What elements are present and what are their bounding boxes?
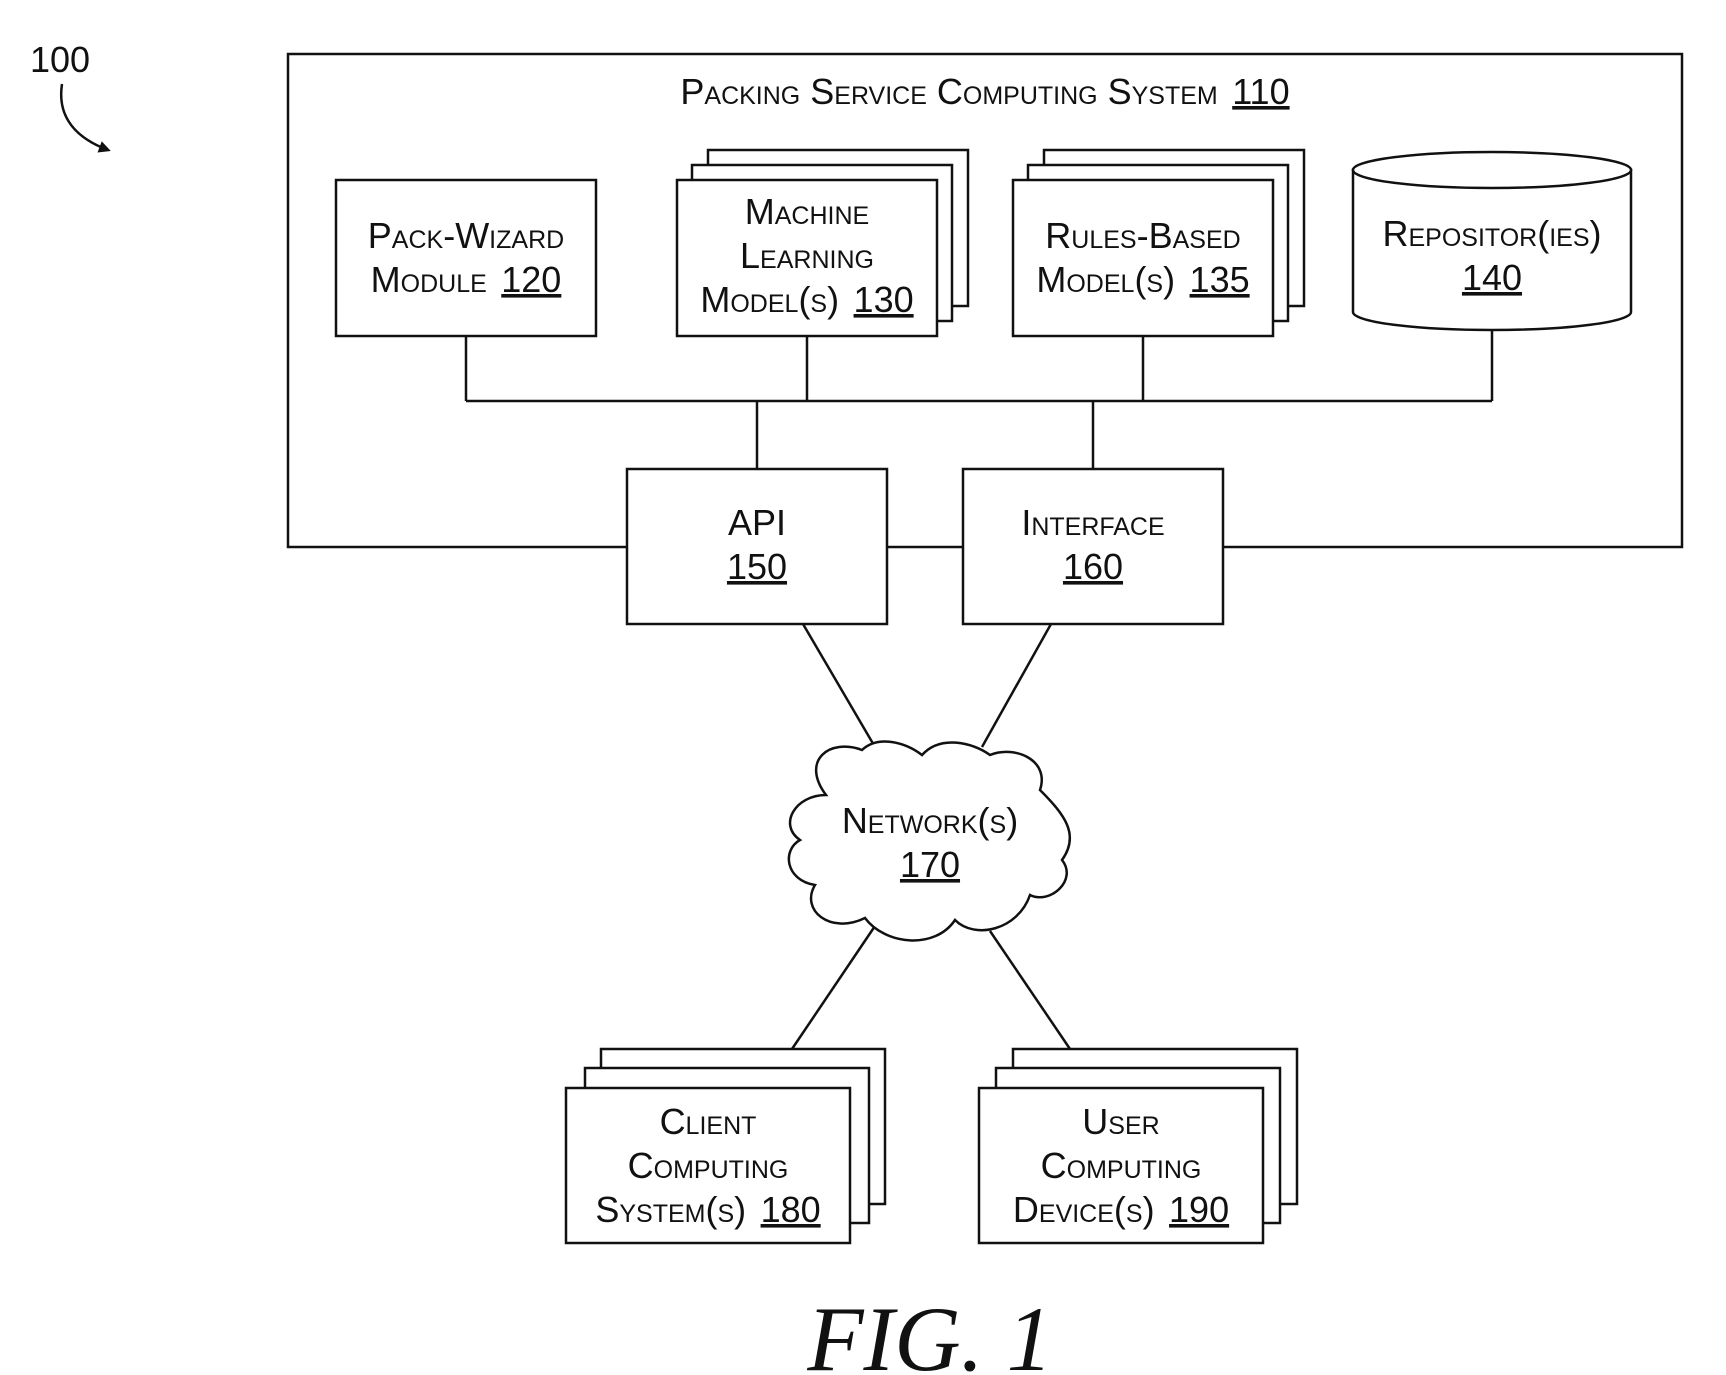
rules-line2: Model(s) 135: [1036, 259, 1249, 300]
user-line3: Device(s) 190: [1013, 1189, 1229, 1230]
rules-ref: 135: [1190, 259, 1250, 300]
system-ref: 110: [1232, 71, 1289, 112]
system-title: Packing Service Computing System 110: [680, 71, 1289, 112]
machine-learning-models: Machine Learning Model(s) 130: [677, 150, 968, 336]
network-ref: 170: [900, 844, 960, 885]
user-computing-devices: User Computing Device(s) 190: [979, 1049, 1297, 1243]
interface-box: Interface 160: [963, 469, 1223, 624]
user-ref: 190: [1169, 1189, 1229, 1230]
client-systems-label: System(s): [595, 1189, 746, 1230]
api-label: API: [728, 502, 786, 543]
ml-line2: Learning: [740, 235, 874, 276]
repositories-ref: 140: [1462, 257, 1522, 298]
user-line1: User: [1082, 1101, 1159, 1142]
user-line2: Computing: [1041, 1145, 1202, 1186]
rules-line1: Rules-Based: [1045, 215, 1240, 256]
network-label: Network(s): [842, 800, 1018, 841]
ml-line3: Model(s) 130: [700, 279, 913, 320]
figure-caption: FIG. 1: [806, 1288, 1052, 1375]
pack-wizard-line2: Module 120: [371, 259, 562, 300]
ml-models-label: Model(s): [700, 279, 839, 320]
network-cloud: Network(s) 170: [789, 742, 1070, 941]
ml-ref: 130: [854, 279, 914, 320]
client-computing-systems: Client Computing System(s) 180: [566, 1049, 885, 1243]
ml-line1: Machine: [745, 191, 869, 232]
figure-number: 100: [30, 39, 90, 80]
rules-models-label: Model(s): [1036, 259, 1175, 300]
repositories-label: Repositor(ies): [1382, 213, 1601, 254]
client-line3: System(s) 180: [595, 1189, 820, 1230]
rules-based-models: Rules-Based Model(s) 135: [1013, 150, 1304, 336]
api-ref: 150: [727, 546, 787, 587]
pack-wizard-module: Pack-Wizard Module 120: [336, 180, 596, 336]
client-line2: Computing: [628, 1145, 789, 1186]
figure-arrow: [61, 84, 108, 150]
client-ref: 180: [761, 1189, 821, 1230]
interface-ref: 160: [1063, 546, 1123, 587]
figure-reference: 100: [30, 39, 108, 150]
user-devices-label: Device(s): [1013, 1189, 1155, 1230]
client-line1: Client: [660, 1101, 757, 1142]
api-box: API 150: [627, 469, 887, 624]
pack-wizard-module-label: Module: [371, 259, 487, 300]
repositories-database: Repositor(ies) 140: [1353, 152, 1631, 330]
system-title-label: Packing Service Computing System: [680, 71, 1217, 112]
interface-label: Interface: [1021, 502, 1164, 543]
pack-wizard-line1: Pack-Wizard: [368, 215, 564, 256]
pack-wizard-ref: 120: [501, 259, 561, 300]
